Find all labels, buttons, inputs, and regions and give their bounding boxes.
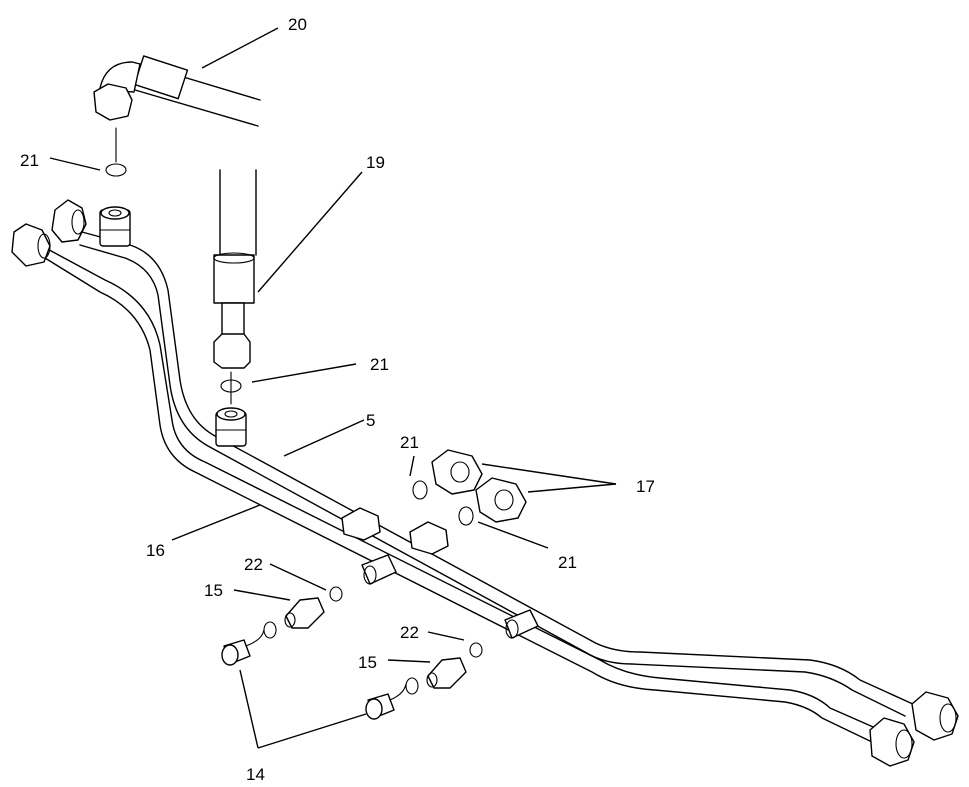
o-ring-22-lower	[469, 642, 483, 658]
leader-lines	[49, 27, 617, 749]
callout-21-top: 21	[20, 151, 39, 170]
callout-19: 19	[366, 153, 385, 172]
fitting-15-lower	[426, 657, 467, 689]
callout-22-upper: 22	[244, 555, 263, 574]
hose-19	[213, 169, 257, 369]
callout-22-lower: 22	[400, 623, 419, 642]
tube-port-upper	[341, 507, 381, 541]
right-tube-nut-upper	[911, 691, 959, 741]
left-tube-nut-lower	[11, 223, 51, 267]
callout-5: 5	[366, 411, 375, 430]
callout-21-lower-right: 21	[558, 553, 577, 572]
cap-14-lower	[365, 677, 419, 720]
hose-20	[93, 55, 261, 127]
callout-15-lower: 15	[358, 653, 377, 672]
tube-port-lower	[409, 521, 449, 555]
o-ring-21-lower-right	[458, 506, 474, 526]
hex-nut-17-upper	[431, 449, 483, 495]
callout-14: 14	[246, 765, 265, 784]
o-ring-21-upper-right	[412, 480, 428, 500]
tube-5-middle-fitting	[215, 407, 247, 447]
callout-17: 17	[636, 477, 655, 496]
callout-labels: 20 21 19 21 5 21 17 21 16 22 15 22 15 14	[20, 15, 655, 784]
o-ring-22-upper	[329, 586, 343, 602]
cap-14-upper	[221, 621, 277, 666]
tube-5	[79, 231, 916, 717]
tube-boss-lower	[504, 609, 539, 639]
right-tube-nut-lower	[869, 717, 915, 767]
callout-16: 16	[146, 541, 165, 560]
left-tube-nut-upper	[51, 199, 87, 243]
hex-nut-17-lower	[475, 477, 527, 523]
tube-boss-upper	[361, 554, 397, 585]
fitting-15-upper	[284, 597, 325, 629]
tube-16	[39, 244, 881, 743]
callout-21-upper-right: 21	[400, 433, 419, 452]
callout-20: 20	[288, 15, 307, 34]
tube-5-upper-fitting	[99, 206, 131, 247]
callout-15-upper: 15	[204, 581, 223, 600]
o-ring-21-top	[105, 163, 127, 177]
callout-21-middle: 21	[370, 355, 389, 374]
